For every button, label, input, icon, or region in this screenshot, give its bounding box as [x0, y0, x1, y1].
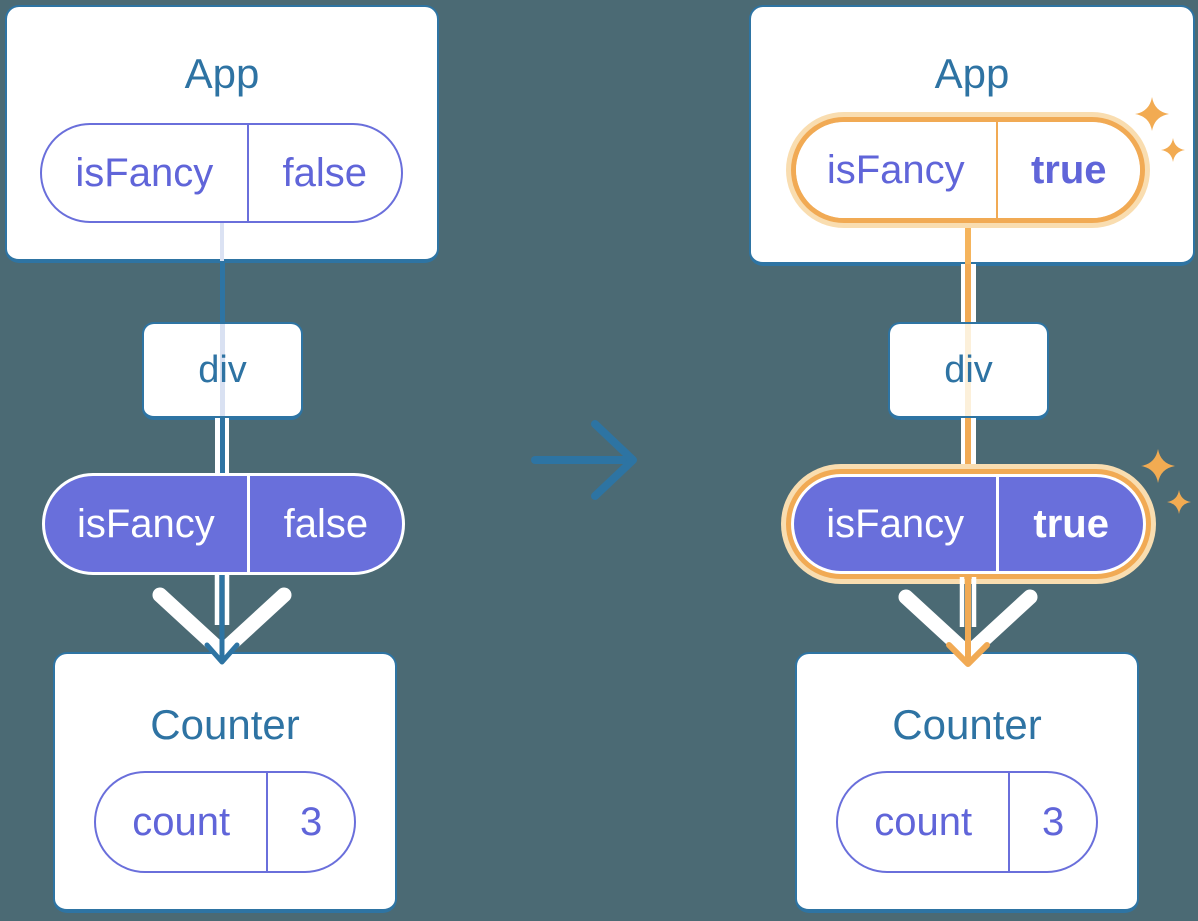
- left-div-faint-line: [220, 324, 225, 416]
- sparkle-icon: [1135, 97, 1185, 162]
- stripe-white: [971, 418, 976, 468]
- prop-value: true: [996, 477, 1143, 571]
- stripe-white: [960, 418, 965, 468]
- right-div-to-pill-connector: [960, 418, 976, 468]
- state-key: isFancy: [826, 147, 965, 192]
- state-value: 3: [266, 773, 354, 871]
- state-value: true: [995, 122, 1140, 218]
- left-div-card: div: [142, 322, 303, 420]
- highlight-inner: isFancy true: [796, 122, 1140, 218]
- left-app-faint-line: [220, 221, 224, 262]
- right-app-state-pill-highlight: isFancy true: [786, 112, 1150, 228]
- right-prop-pill: isFancy true: [794, 477, 1143, 571]
- state-value: 3: [1008, 773, 1096, 871]
- left-counter-title: Counter: [150, 701, 300, 748]
- stripe-white: [960, 264, 965, 322]
- highlight-ring: isFancy true: [786, 469, 1151, 579]
- right-div-faint-line: [965, 324, 971, 416]
- state-key: count: [132, 799, 231, 844]
- right-div-label: div: [944, 348, 993, 391]
- right-counter-card: Counter count 3: [795, 652, 1139, 913]
- stripe-white: [971, 264, 976, 322]
- state-key: count: [874, 799, 973, 844]
- right-counter-title: Counter: [892, 701, 1042, 748]
- left-prop-pill: isFancy false: [42, 473, 405, 575]
- right-counter-state-pill: count 3: [836, 771, 1098, 873]
- prop-key: isFancy: [76, 501, 215, 546]
- stripe-white: [224, 418, 229, 474]
- right-div-card: div: [888, 322, 1049, 420]
- stripe-orange: [965, 418, 971, 468]
- arrow-right-icon: [531, 420, 637, 500]
- highlight-ring: isFancy true: [791, 117, 1145, 223]
- left-div-label: div: [198, 348, 247, 391]
- right-app-to-div-connector: [960, 264, 976, 322]
- right-app-title: App: [934, 50, 1010, 97]
- left-pill-to-counter-arrow: [152, 575, 292, 665]
- stripe-blue: [219, 418, 225, 474]
- right-app-state-line: [965, 224, 971, 265]
- highlight-inner: isFancy true: [791, 474, 1146, 574]
- right-prop-pill-highlight: isFancy true: [781, 464, 1156, 584]
- left-app-title: App: [184, 50, 260, 97]
- left-app-to-div-line: [219, 261, 225, 323]
- right-pill-to-counter-arrow: [898, 577, 1038, 667]
- stripe-orange: [965, 264, 971, 322]
- state-value: false: [246, 125, 401, 221]
- right-app-state-pill: isFancy true: [796, 122, 1140, 218]
- left-app-state-pill: isFancy false: [40, 123, 403, 223]
- prop-key: isFancy: [826, 501, 965, 546]
- sparkle-icon: [1141, 449, 1191, 514]
- left-counter-card: Counter count 3: [53, 652, 397, 913]
- stripe-white: [215, 418, 220, 474]
- left-counter-state-pill: count 3: [94, 771, 356, 873]
- state-key: isFancy: [75, 150, 214, 195]
- left-div-to-pill-connector: [215, 418, 229, 474]
- prop-value: false: [246, 476, 402, 572]
